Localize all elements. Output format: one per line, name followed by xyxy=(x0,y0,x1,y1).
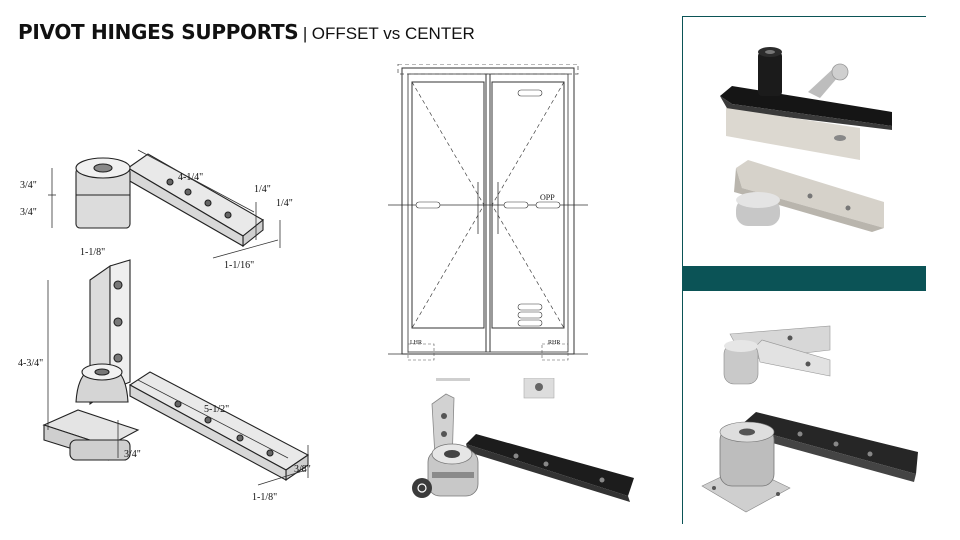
center-pivot-photo-top xyxy=(720,47,892,232)
lens-icon[interactable] xyxy=(412,478,432,498)
teal-band xyxy=(682,266,926,291)
dim-label: 3/4" xyxy=(124,449,141,460)
offset-pivot-photo xyxy=(412,378,634,502)
center-pivot-photo-bottom xyxy=(701,325,918,513)
teal-top-rule xyxy=(682,16,926,17)
page-title: PIVOT HINGES SUPPORTS | OFFSET vs CENTER xyxy=(18,20,475,44)
door-rhr-label: RHR xyxy=(548,340,560,346)
dim-label: 1/4" xyxy=(254,184,271,195)
dim-label: 1-1/8" xyxy=(252,492,277,503)
dim-label: 3/4" xyxy=(20,180,37,191)
title-sub: OFFSET vs CENTER xyxy=(311,24,475,43)
dim-label: 4-1/4" xyxy=(178,172,203,183)
offset-pivot-drawing: 3/4" 3/4" 4-1/4" 1/4" 1/4" 1-1/16" 1-1/8… xyxy=(18,149,311,503)
dim-label: 5-1/2" xyxy=(204,404,229,415)
door-opp-label: OPP xyxy=(540,193,555,202)
dim-label: 3/8" xyxy=(294,464,311,475)
dim-label: 4-3/4" xyxy=(18,358,43,369)
door-elevation-drawing: OPP LHR RHR xyxy=(388,64,588,361)
dim-label: 3/4" xyxy=(20,207,37,218)
door-lhr-label: LHR xyxy=(410,340,422,346)
title-separator: | xyxy=(302,24,308,43)
dim-label: 1-1/8" xyxy=(80,247,105,258)
right-photo-column xyxy=(682,16,926,524)
dim-label: 1-1/16" xyxy=(224,260,254,271)
dim-label: 1/4" xyxy=(276,198,293,209)
title-main: PIVOT HINGES SUPPORTS xyxy=(18,20,299,44)
